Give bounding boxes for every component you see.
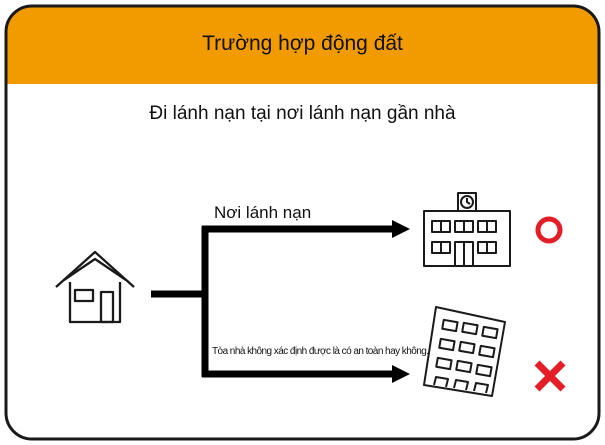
school-building-icon <box>423 192 511 267</box>
circle-mark-icon <box>535 216 563 244</box>
arrow-head-lower <box>392 365 410 383</box>
shelter-branch-label: Nơi lánh nạn <box>214 203 312 222</box>
arrow-head-upper <box>392 220 410 238</box>
house-icon <box>55 250 135 324</box>
header-title: Trường hợp động đất <box>202 32 403 55</box>
unsafe-building-branch-label: Tòa nhà không xác định được là có an toà… <box>212 346 429 357</box>
branch-lines <box>151 225 395 378</box>
card-border <box>4 4 601 441</box>
apartment-building-icon <box>423 306 506 397</box>
cross-mark-icon <box>534 360 566 392</box>
subtitle-text: Đi lánh nạn tại nơi lánh nạn gần nhà <box>149 103 456 124</box>
header-band <box>6 6 599 84</box>
